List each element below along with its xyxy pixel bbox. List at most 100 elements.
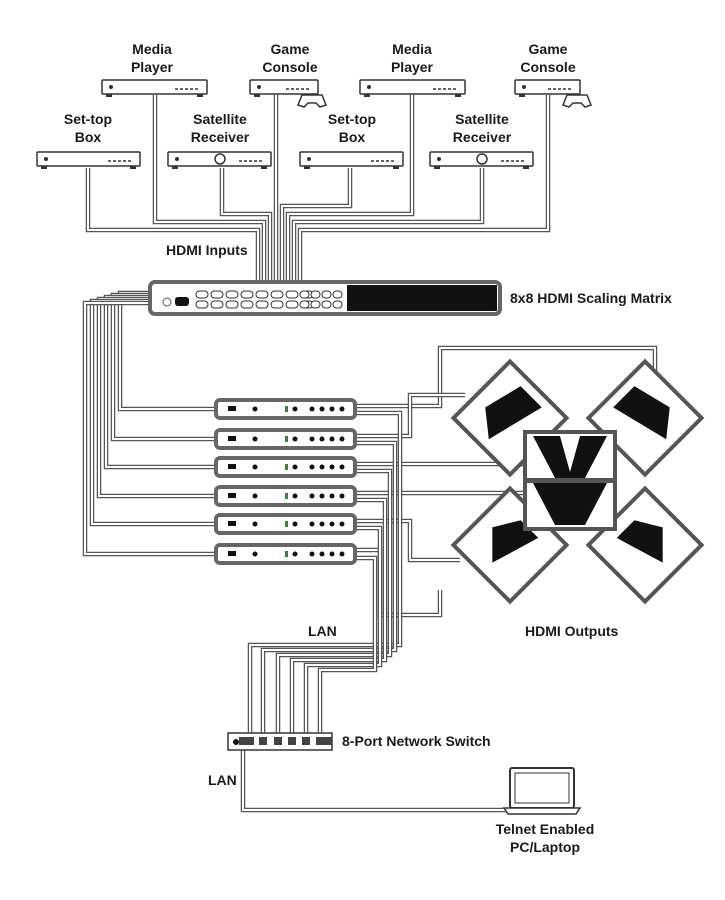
foot (393, 166, 399, 169)
laptop-display (514, 772, 570, 804)
hdmi-matrix (148, 280, 502, 316)
foot (41, 166, 47, 169)
ethernet-port (274, 737, 282, 745)
power-led (257, 85, 261, 89)
hdmi-cable-inner (91, 300, 216, 525)
ethernet-port (316, 737, 324, 745)
connector (309, 436, 315, 442)
connector (339, 521, 345, 527)
foot (304, 166, 310, 169)
input-button (210, 290, 224, 299)
source-label: Satellite (455, 111, 509, 127)
source-label: Receiver (453, 129, 512, 145)
status-led (285, 464, 288, 470)
source-label: Console (520, 59, 575, 75)
hdbaset-receiver (214, 543, 357, 565)
hdmi-cable-inner (221, 168, 271, 284)
hdmi-cable-inner (87, 168, 259, 284)
input-button (210, 300, 224, 309)
power-led (522, 85, 526, 89)
menu-button (321, 300, 332, 309)
usb-port (228, 436, 236, 441)
hdmi-cable-inner (112, 294, 216, 440)
input-button (225, 300, 239, 309)
jack (292, 493, 298, 499)
laptop-label: PC/Laptop (510, 839, 580, 855)
hdmi-cable (240, 750, 510, 813)
switch-label: 8-Port Network Switch (342, 733, 491, 749)
jack (292, 406, 298, 412)
input-button (285, 290, 299, 299)
satellite-receiver-2 (429, 151, 534, 169)
hdmi-cable-inner (242, 750, 510, 811)
set-top-box-2-body (299, 151, 404, 167)
hdmi-cable-inner (277, 470, 391, 735)
connector (309, 521, 315, 527)
hdbaset-receiver (214, 428, 357, 450)
foot (172, 166, 178, 169)
network-switch (227, 732, 333, 751)
hdbaset-receiver (214, 513, 357, 535)
gamepad-icon (297, 94, 327, 108)
source-label: Set-top (64, 111, 112, 127)
hdmi-cable-inner (355, 394, 465, 437)
gamepad-body (562, 94, 592, 108)
media-player-2-body (359, 79, 466, 95)
power-jack (233, 739, 239, 745)
menu-button (332, 290, 343, 299)
connector (329, 436, 335, 442)
hdmi-cable-inner (262, 442, 396, 735)
game-console-1 (249, 79, 319, 97)
hdmi-cable-inner (281, 168, 351, 284)
connector (309, 551, 315, 557)
menu-button (310, 300, 321, 309)
power-led (44, 157, 48, 161)
cables (82, 95, 658, 813)
hdmi-cable-inner (291, 499, 386, 735)
display-center-2 (523, 479, 617, 531)
source-label: Box (75, 129, 102, 145)
source-label: Game (529, 41, 568, 57)
usb-port (228, 493, 236, 498)
hdmi-cable-inner (319, 557, 376, 735)
source-label: Game (271, 41, 310, 57)
source-label: Media (132, 41, 172, 57)
foot (130, 166, 136, 169)
jack (292, 521, 298, 527)
connector (319, 436, 325, 442)
ethernet-port (259, 737, 267, 745)
menu-button (299, 300, 310, 309)
hdmi-cable (89, 298, 216, 527)
matrix-display (347, 285, 497, 311)
jack (252, 493, 258, 499)
screen-image (616, 520, 663, 563)
input-button (195, 300, 209, 309)
matrix-label: 8x8 HDMI Scaling Matrix (510, 290, 672, 306)
hdmi-cable (291, 168, 485, 284)
foot (106, 94, 112, 97)
input-button (195, 290, 209, 299)
connector (309, 464, 315, 470)
gamepad-icon (562, 94, 592, 108)
input-button (240, 290, 254, 299)
connector (329, 521, 335, 527)
laptop (502, 767, 582, 815)
status-led (285, 406, 288, 412)
input-button (240, 300, 254, 309)
dial (214, 153, 226, 165)
media-player-1-body (101, 79, 208, 95)
connector (319, 464, 325, 470)
hdbaset-receiver (214, 456, 357, 478)
foot (197, 94, 203, 97)
connector (319, 406, 325, 412)
connector (319, 551, 325, 557)
hdmi-cable (110, 292, 216, 442)
source-label: Media (392, 41, 432, 57)
usb-port (228, 464, 236, 469)
hdmi-cable (85, 168, 261, 284)
set-top-box-2 (299, 151, 404, 169)
ir-sensor (162, 297, 172, 307)
jack (252, 436, 258, 442)
ethernet-port (239, 737, 247, 745)
hdmi-cable-inner (293, 168, 483, 284)
